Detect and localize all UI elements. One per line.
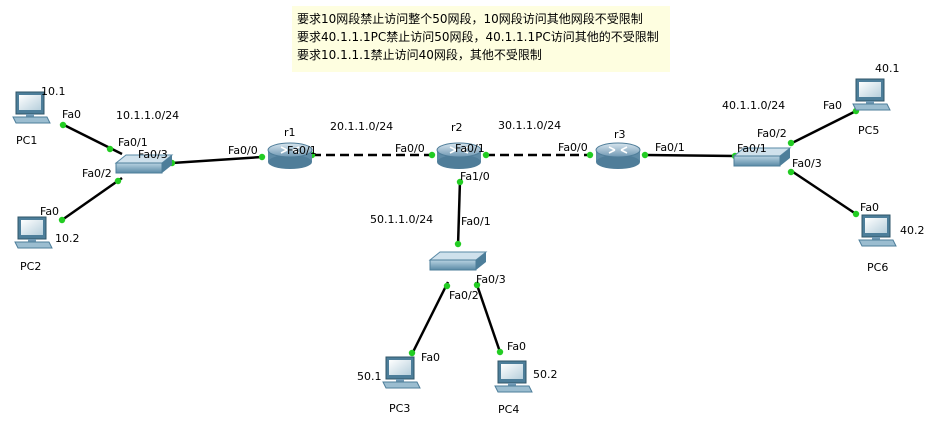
port-label: Fa1/0 [460,170,490,183]
port-label: Fa0/2 [449,289,479,302]
router-r3-device[interactable] [595,142,641,170]
pc5-name: PC5 [858,124,879,137]
link-sw2-pc4[interactable] [474,281,502,353]
network-label-40: 40.1.1.0/24 [722,99,785,112]
link-sw1-r1[interactable] [171,155,263,165]
pc2-name: PC2 [20,260,41,273]
port-dot [258,153,266,161]
port-dot [496,348,504,356]
port-label: Fa0/1 [118,136,148,149]
pc4-name: PC4 [498,403,519,416]
port-label: Fa0/1 [287,144,317,157]
port-dot [454,240,462,248]
link-sw3-pc5[interactable] [789,109,857,146]
pc5-ip: 40.1 [875,62,900,75]
port-label: Fa0 [40,205,59,218]
port-dot [58,216,66,224]
pc1-ip: 10.1 [41,85,66,98]
port-label: Fa0 [507,340,526,353]
note-line-2: 要求40.1.1.1PC禁止访问50网段，40.1.1.1PC访问其他的不受限制 [297,30,659,44]
pc3-name: PC3 [389,402,410,415]
port-label: Fa0 [823,99,842,112]
port-dot [456,178,464,186]
link-r3-sw3[interactable] [644,153,736,158]
port-label: Fa0/0 [228,144,258,157]
port-label: Fa0 [62,108,81,121]
link-r2-sw2[interactable] [456,179,462,247]
port-dot [408,349,416,357]
port-dot [473,281,481,289]
links [61,109,857,355]
port-dot [443,282,451,290]
network-label-30: 30.1.1.0/24 [498,119,561,132]
pc5-device[interactable] [852,78,891,111]
port-label: Fa0/0 [395,142,425,155]
port-label: Fa0/0 [558,141,588,154]
port-label: Fa0/1 [737,142,767,155]
port-label: Fa0/2 [82,167,112,180]
note-line-1: 要求10网段禁止访问整个50网段，10网段访问其他网段不受限制 [297,12,643,26]
link-pc2-sw1[interactable] [61,176,123,222]
pc1-name: PC1 [16,134,37,147]
pc6-name: PC6 [867,261,888,274]
pc2-device[interactable] [14,216,53,249]
port-dot [586,151,594,159]
port-label: Fa0/1 [655,141,685,154]
port-dot [59,121,67,129]
network-label-20: 20.1.1.0/24 [330,120,393,133]
pc6-device[interactable] [858,214,897,247]
router-r2-name: r2 [451,121,463,134]
port-dot [787,139,795,147]
router-r3-name: r3 [614,128,626,141]
requirements-note: 要求10网段禁止访问整个50网段，10网段访问其他网段不受限制 要求40.1.1… [292,6,670,72]
port-dot [428,151,436,159]
pc2-ip: 10.2 [55,232,80,245]
pc3-ip: 50.1 [357,370,382,383]
pc4-device[interactable] [494,360,533,393]
port-label: Fa0/2 [757,127,787,140]
link-sw2-pc3[interactable] [410,281,450,355]
switch2-device[interactable] [429,251,487,271]
link-sw3-pc6[interactable] [789,168,857,216]
pc3-device[interactable] [382,356,421,389]
pc6-ip: 40.2 [900,224,925,237]
network-label-10: 10.1.1.0/24 [116,109,179,122]
port-label: Fa0 [860,201,879,214]
port-label: Fa0/3 [138,148,168,161]
port-dot [641,151,649,159]
note-line-3: 要求10.1.1.1禁止访问40网段，其他不受限制 [297,48,542,62]
pc4-ip: 50.2 [533,368,558,381]
network-label-50: 50.1.1.0/24 [370,213,433,226]
port-dot [482,151,490,159]
port-dot [114,177,122,185]
port-label: Fa0/3 [476,273,506,286]
port-label: Fa0/3 [792,157,822,170]
port-dot [787,168,795,176]
port-label: Fa0/1 [461,215,491,228]
port-dot [852,210,860,218]
router-r1-name: r1 [284,126,296,139]
port-label: Fa0 [421,351,440,364]
port-dot [106,145,114,153]
port-label: Fa0/1 [455,142,485,155]
